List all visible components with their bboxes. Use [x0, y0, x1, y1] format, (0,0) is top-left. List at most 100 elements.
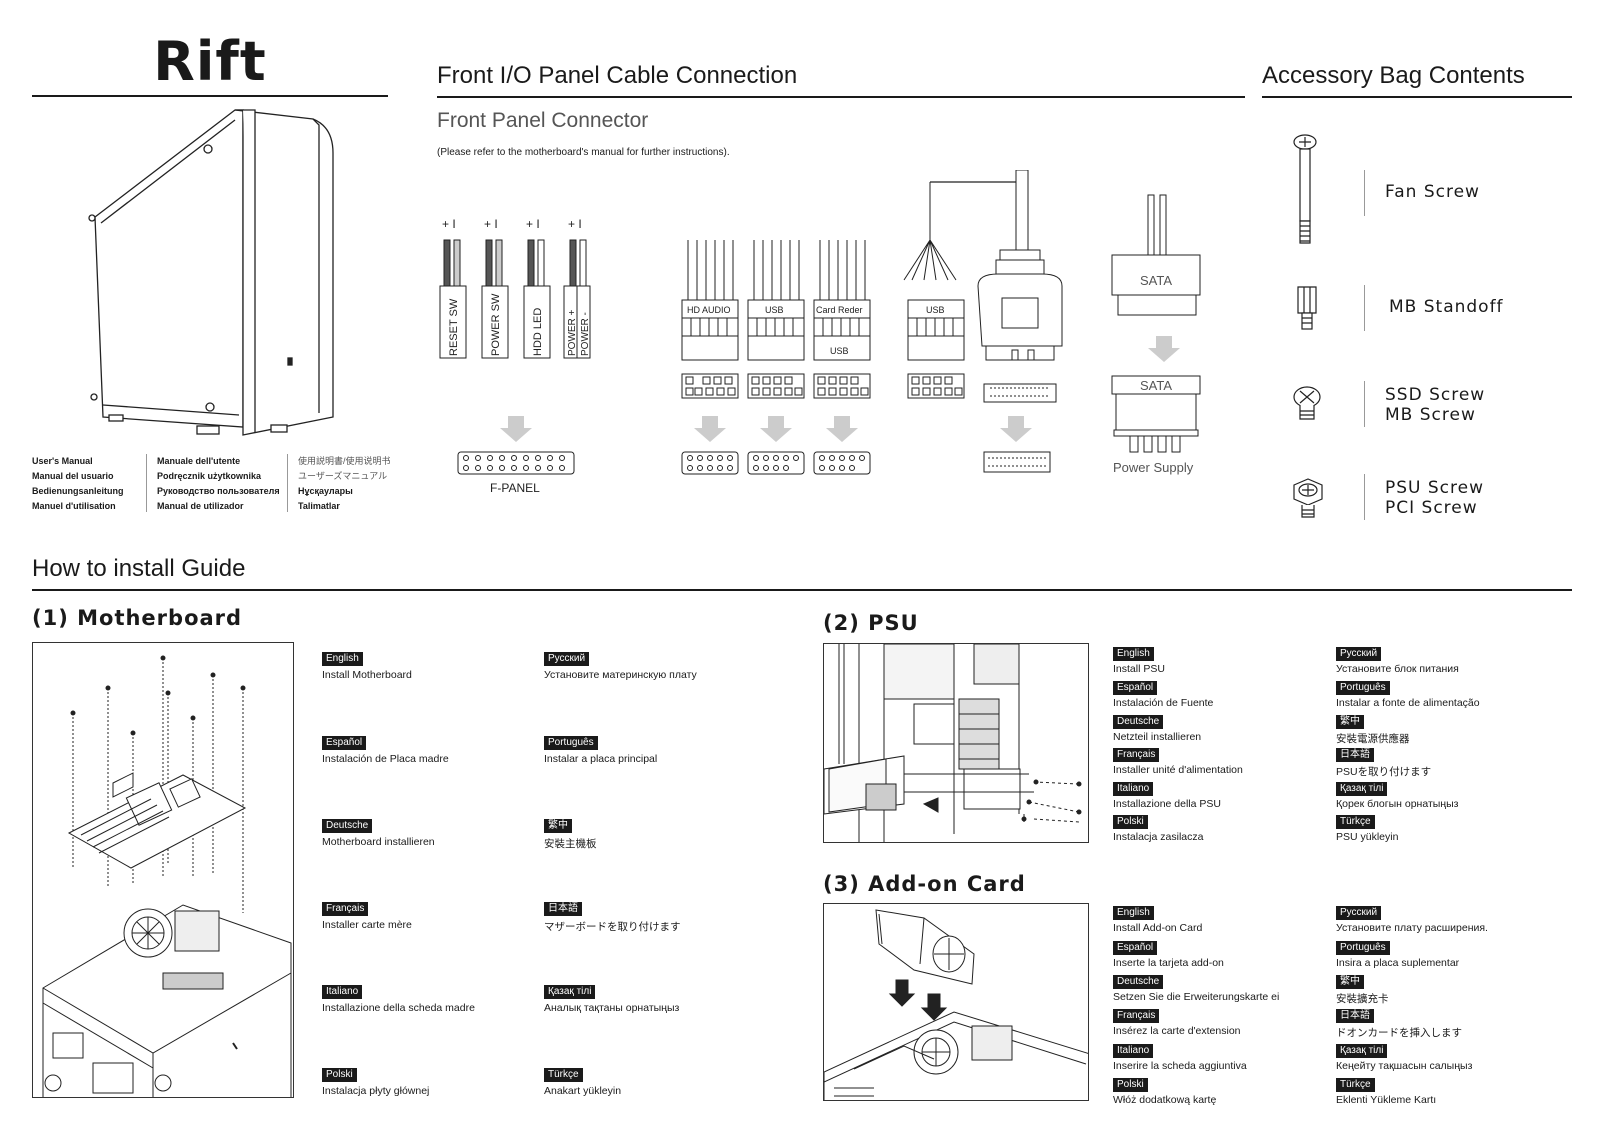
- lang-text: Instalar a fonte de alimentação: [1336, 697, 1480, 709]
- manual-title: User's Manual: [32, 456, 93, 466]
- lang-text: Installer carte mère: [322, 919, 412, 931]
- manual-title: Talimatlar: [298, 501, 340, 511]
- usb-connector: USB: [747, 240, 805, 475]
- hdd-led-label: HDD LED: [532, 308, 544, 356]
- lang-block: Italiano Installazione della scheda madr…: [322, 985, 475, 1014]
- manual-titles-col2: Manuale dell'utente Podręcznik użytkowni…: [157, 454, 280, 514]
- manual-titles-col3: 使用説明書/使用说明书 ユーザーズマニュアル Нұсқаулары Talima…: [298, 454, 391, 514]
- lang-block: Português Instalar a placa principal: [544, 736, 657, 765]
- lang-block: Русский Установите блок питания: [1336, 647, 1459, 675]
- lang-tag: Português: [1336, 941, 1390, 955]
- lang-block: 日本語 ドオンカードを挿入します: [1336, 1009, 1462, 1040]
- lang-block: Deutsche Setzen Sie die Erweiterungskart…: [1113, 975, 1279, 1003]
- lang-tag: 繁中: [1336, 975, 1364, 989]
- fan-screw-label: Fan Screw: [1385, 182, 1480, 202]
- lang-text: Inserire la scheda aggiuntiva: [1113, 1060, 1247, 1072]
- card-reader-label: Card Reder: [816, 305, 863, 315]
- case-illustration: [88, 109, 334, 436]
- down-arrow-icon: [1000, 416, 1032, 442]
- lang-tag: Deutsche: [1113, 975, 1164, 989]
- polarity-label: + I: [568, 217, 582, 231]
- lang-tag: Русский: [1336, 906, 1382, 920]
- power-sw-connector: + I POWER SW: [481, 217, 509, 359]
- lang-text: PSU yükleyin: [1336, 831, 1399, 843]
- card-reader-connector: Card Reder USB: [813, 240, 871, 475]
- usb-label: USB: [765, 305, 784, 315]
- divider: [287, 454, 288, 512]
- lang-tag: English: [1113, 906, 1154, 920]
- brand-logo: Rift: [153, 30, 267, 93]
- reset-sw-connector: + I RESET SW: [439, 217, 467, 359]
- manual-title: Manual del usuario: [32, 471, 114, 481]
- polarity-label: + I: [484, 217, 498, 231]
- step-psu-title: (2) PSU: [823, 611, 919, 635]
- lang-tag: English: [322, 652, 363, 666]
- lang-tag: Türkçe: [1336, 1078, 1375, 1092]
- lang-tag: Español: [322, 736, 367, 750]
- lang-text: Instalar a placa principal: [544, 753, 658, 765]
- lang-text: ドオンカードを挿入します: [1336, 1027, 1462, 1039]
- lang-block: Español Inserte la tarjeta add-on: [1113, 941, 1224, 969]
- divider: [1364, 381, 1365, 427]
- lang-text: PSUを取り付けます: [1336, 766, 1432, 778]
- psu-screw-label: PSU Screw: [1385, 478, 1485, 498]
- polarity-label: + I: [526, 217, 540, 231]
- lang-text: Insérez la carte d'extension: [1113, 1025, 1241, 1037]
- power-led-connector: + I POWER + POWER -: [563, 217, 591, 359]
- addon-card-illustration: [823, 903, 1089, 1101]
- manual-titles-col1: User's Manual Manual del usuario Bedienu…: [32, 454, 124, 514]
- manual-title: Руководство пользователя: [157, 486, 280, 496]
- lang-tag: Español: [1113, 681, 1158, 695]
- psu-screw-icon: [1293, 478, 1323, 518]
- ssd-screw-label: SSD Screw: [1385, 385, 1486, 405]
- accessory-underline: [1262, 96, 1572, 98]
- lang-text: Inserte la tarjeta add-on: [1113, 957, 1224, 969]
- front-panel-diagram: + I RESET SW + I POWER SW + I HDD LED + …: [439, 170, 1201, 495]
- usb3-label: USB: [926, 305, 945, 315]
- lang-text: Installazione della PSU: [1113, 798, 1221, 810]
- lang-tag: 日本語: [1336, 748, 1374, 762]
- lang-block: 日本語 PSUを取り付けます: [1336, 748, 1431, 779]
- card-reader-usb-label: USB: [830, 346, 849, 356]
- lang-block: Қазақ тілі Қорек блогын орнатыңыз: [1336, 782, 1458, 810]
- lang-text: Setzen Sie die Erweiterungskarte ei: [1113, 991, 1280, 1003]
- hdd-led-connector: + I HDD LED: [523, 217, 551, 359]
- manual-title: Podręcznik użytkownika: [157, 471, 262, 481]
- lang-block: Français Installer carte mère: [322, 902, 412, 931]
- usb3-connector: USB: [903, 170, 1063, 473]
- lang-tag: Türkçe: [544, 1068, 583, 1082]
- lang-block: 繁中 安裝電源供應器: [1336, 715, 1410, 746]
- sata-bottom-label: SATA: [1140, 378, 1172, 393]
- down-arrow-icon: [500, 416, 532, 442]
- divider: [146, 454, 147, 512]
- lang-text: Installazione della scheda madre: [322, 1002, 475, 1014]
- manual-title: Bedienungsanleitung: [32, 486, 124, 496]
- step-addon-title: (3) Add-on Card: [823, 872, 1026, 896]
- lang-block: Français Installer unité d'alimentation: [1113, 748, 1243, 776]
- lang-tag: Русский: [544, 652, 590, 666]
- lang-tag: Polski: [322, 1068, 357, 1082]
- power-minus-label: POWER -: [580, 312, 591, 356]
- lang-block: English Install Add-on Card: [1113, 906, 1202, 934]
- down-arrow-icon: [694, 416, 726, 442]
- pci-screw-label: PCI Screw: [1385, 498, 1478, 518]
- lang-block: Русский Установите плату расширения.: [1336, 906, 1488, 934]
- lang-block: Português Instalar a fonte de alimentaçã…: [1336, 681, 1480, 709]
- lang-text: Кеңейту тақшасын салыңыз: [1336, 1060, 1473, 1072]
- lang-text: 安裝主機板: [544, 838, 597, 850]
- lang-text: Instalación de Placa madre: [322, 753, 449, 765]
- lang-text: Instalacja zasilacza: [1113, 831, 1204, 843]
- lang-block: Қазақ тілі Кеңейту тақшасын салыңыз: [1336, 1044, 1472, 1072]
- manual-title: Manuale dell'utente: [157, 456, 241, 466]
- lang-text: Instalación de Fuente: [1113, 697, 1214, 709]
- down-arrow-icon: [1148, 336, 1180, 362]
- lang-text: Қорек блогын орнатыңыз: [1336, 798, 1459, 810]
- fan-screw-icon: [1293, 134, 1317, 244]
- lang-text: Instalacja płyty głównej: [322, 1085, 430, 1097]
- lang-tag: Italiano: [1113, 782, 1154, 796]
- lang-tag: Deutsche: [1113, 715, 1164, 729]
- lang-text: Install Motherboard: [322, 669, 412, 681]
- lang-block: English Install Motherboard: [322, 652, 412, 681]
- mb-standoff-icon: [1297, 286, 1317, 330]
- lang-block: Español Instalación de Placa madre: [322, 736, 449, 765]
